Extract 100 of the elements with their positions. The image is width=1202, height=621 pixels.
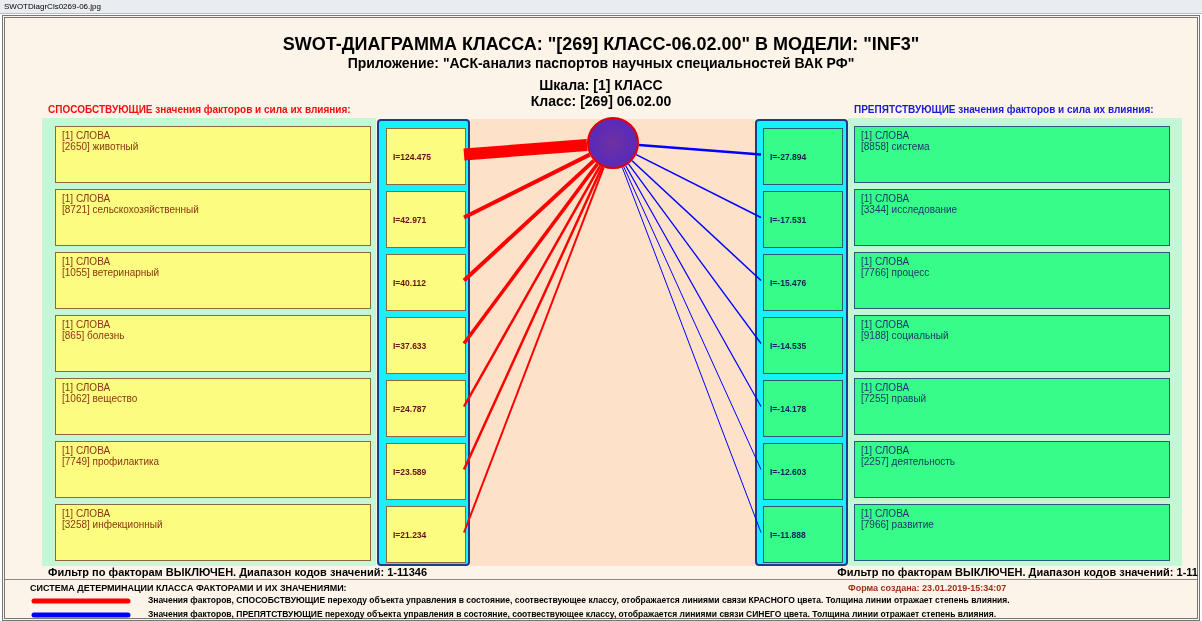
connector-line — [463, 166, 605, 534]
category-label: [1] СЛОВА — [62, 445, 111, 456]
subtitle: Приложение: "АСК-анализ паспортов научных специальностей ВАК РФ" — [346, 55, 856, 71]
category-label: [1] СЛОВА — [861, 445, 910, 456]
scale-label: Шкала: [1] КЛАСС — [538, 77, 664, 93]
category-label: [1] СЛОВА — [861, 256, 910, 267]
value-box — [386, 443, 466, 500]
factor-name: [7766] процесс — [861, 267, 930, 278]
connector-line — [631, 159, 762, 282]
category-label: [1] СЛОВА — [62, 319, 111, 330]
value-label: I=21.234 — [393, 530, 427, 540]
category-label: [1] СЛОВА — [861, 508, 910, 519]
factor-name: [7749] профилактика — [62, 456, 160, 467]
panel-heading: СПОСОБСТВУЮЩИЕ значения факторов и сила их влияния: — [48, 104, 351, 115]
connector-line — [635, 153, 762, 219]
factor-name: [9188] социальный — [861, 330, 949, 341]
factor-name: [2650] животный — [62, 141, 139, 152]
factor-box — [854, 378, 1170, 435]
connector-line — [627, 163, 762, 345]
factor-name: [7966] развитие — [861, 519, 934, 530]
legend-heading: СИСТЕМА ДЕТЕРМИНАЦИИ КЛАССА ФАКТОРАМИ И ИХ ЗНАЧЕНИЯМИ: — [30, 583, 347, 593]
factor-name: [8721] сельскохозяйственный — [62, 204, 199, 215]
factor-box — [55, 378, 371, 435]
value-label: I=24.787 — [393, 404, 427, 414]
connector-line — [463, 139, 588, 161]
category-label: [1] СЛОВА — [861, 319, 910, 330]
factor-name: [865] болезнь — [62, 330, 125, 341]
legend-text: Значения факторов, ПРЕПЯТСТВУЮЩИЕ переходу объекта управления в состояние, соотвествующее классу, отображается линиями связи СИНЕГО цвета. Толщина линии отражает степень влияния. — [148, 609, 997, 619]
factor-box — [854, 126, 1170, 183]
filter-note: Фильтр по факторам ВЫКЛЮЧЕН. Диапазон кодов значений: 1-11 — [837, 566, 1198, 578]
factor-box — [854, 441, 1170, 498]
factor-box — [55, 126, 371, 183]
legend-text: Значения факторов, СПОСОБСТВУЮЩИЕ переходу объекта управления в состояние, соотвествующее классу, отображается линиями связи КРАСНОГО цвета. Толщина линии отражает степень влияния. — [148, 595, 1010, 605]
factor-name: [3258] инфекционный — [62, 519, 163, 530]
value-box — [763, 380, 843, 437]
factor-box — [55, 252, 371, 309]
connector-line — [462, 162, 599, 345]
connector-line — [463, 152, 591, 220]
value-label: I=37.633 — [393, 341, 427, 351]
connector-line — [623, 166, 762, 470]
category-label: [1] СЛОВА — [62, 382, 111, 393]
value-box — [386, 254, 466, 311]
value-box — [763, 128, 843, 185]
panel-heading: ПРЕПЯТСТВУЮЩИЕ значения факторов и сила их влияния: — [854, 104, 1154, 115]
factor-panel — [42, 106, 376, 566]
value-label: I=-11.888 — [770, 530, 806, 540]
factor-box — [854, 189, 1170, 246]
category-label: [1] СЛОВА — [62, 256, 111, 267]
factor-name: [8858] система — [861, 141, 930, 152]
factor-box — [854, 252, 1170, 309]
value-box — [386, 380, 466, 437]
value-box — [386, 317, 466, 374]
value-label: I=42.971 — [393, 215, 427, 225]
value-box — [763, 506, 843, 563]
category-label: [1] СЛОВА — [861, 130, 910, 141]
factor-box — [854, 315, 1170, 372]
factor-box — [55, 189, 371, 246]
category-label: [1] СЛОВА — [861, 193, 910, 204]
factor-name: [2257] деятельность — [861, 456, 955, 467]
value-label: I=-12.603 — [770, 467, 807, 477]
value-label: I=-14.178 — [770, 404, 807, 414]
factor-name: [1055] ветеринарный — [62, 267, 160, 278]
factor-name: [7255] правый — [861, 393, 927, 404]
value-box — [763, 317, 843, 374]
value-box — [763, 254, 843, 311]
factor-name: [1062] вещество — [62, 393, 138, 404]
class-label: Класс: [269] 06.02.00 — [529, 93, 673, 109]
factor-box — [55, 441, 371, 498]
filter-note: Фильтр по факторам ВЫКЛЮЧЕН. Диапазон кодов значений: 1-11346 — [48, 566, 427, 578]
connector-line — [462, 166, 604, 470]
value-label: I=-15.476 — [770, 278, 807, 288]
connector-line — [462, 159, 596, 282]
factor-box — [55, 504, 371, 561]
category-label: [1] СЛОВА — [62, 130, 111, 141]
factor-panel — [848, 106, 1182, 566]
connector-line — [625, 165, 762, 408]
value-label: I=-27.894 — [770, 152, 807, 162]
value-box — [386, 128, 466, 185]
value-box — [763, 191, 843, 248]
value-panel — [755, 119, 848, 566]
connector-line — [621, 166, 762, 533]
value-box — [763, 443, 843, 500]
title: SWOT-ДИАГРАММА КЛАССА: "[269] КЛАСС-06.02.00" В МОДЕЛИ: "INF3" — [281, 34, 921, 55]
factor-name: [3344] исследование — [861, 204, 958, 215]
category-label: [1] СЛОВА — [62, 508, 111, 519]
connector-line — [462, 165, 602, 408]
creation-date: Форма создана: 23.01.2019-15:34:07 — [848, 583, 1007, 593]
value-label: I=40.112 — [393, 278, 426, 288]
category-label: [1] СЛОВА — [861, 382, 910, 393]
value-label: I=-17.531 — [770, 215, 807, 225]
category-label: [1] СЛОВА — [62, 193, 111, 204]
connector-line — [638, 143, 762, 156]
value-label: I=124.475 — [393, 152, 432, 162]
factor-box — [55, 315, 371, 372]
value-label: I=23.589 — [393, 467, 427, 477]
value-panel — [377, 119, 470, 566]
value-label: I=-14.535 — [770, 341, 807, 351]
value-box — [386, 506, 466, 563]
factor-box — [854, 504, 1170, 561]
file-name: SWOTDiagrCls0269-06.jpg — [4, 2, 101, 11]
